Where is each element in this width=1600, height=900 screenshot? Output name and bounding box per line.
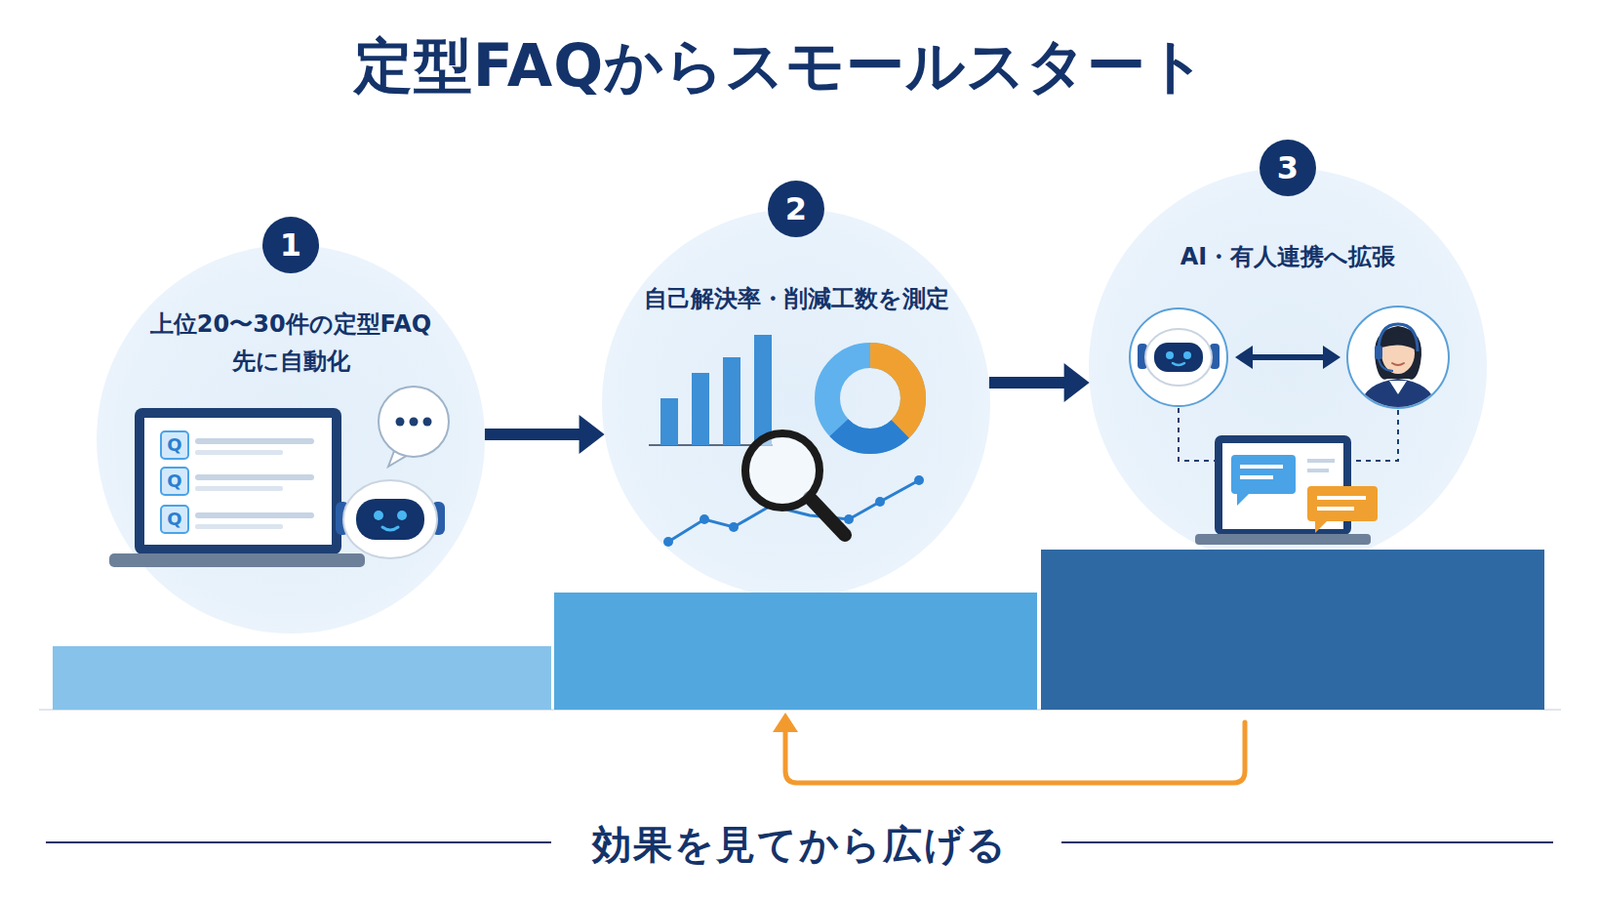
feedback-arrow [772, 712, 1245, 783]
faq-question-mark: Q [160, 504, 190, 534]
flow-arrow [989, 362, 1090, 402]
arrow-shaft [484, 428, 582, 440]
step-number-badge: 1 [262, 216, 320, 274]
step-label: AI・有人連携へ拡張 [1117, 238, 1459, 276]
arrow-head [579, 414, 605, 454]
faq-question-mark: Q [160, 430, 190, 460]
step-circle: AI・有人連携へ拡張3 [1088, 167, 1487, 566]
step-number-badge: 3 [1259, 139, 1317, 197]
step-bars-part [554, 592, 1038, 710]
caption-rule [45, 840, 552, 843]
faq-question-mark: Q [160, 466, 190, 496]
step-circle: 自己解決率・削減工数を測定2 [601, 208, 991, 598]
step-label: 上位20〜30件の定型FAQ 先に自動化 [120, 305, 462, 380]
feedback-arrow-part [772, 712, 799, 732]
step-number: 2 [767, 180, 825, 238]
step-number: 1 [262, 216, 320, 274]
diagram-title: 定型FAQからスモールスタート [0, 27, 1561, 107]
caption-rule [1061, 840, 1554, 843]
flow-arrow [484, 414, 605, 454]
diagram-caption: 効果を見てから広げる [0, 817, 1600, 872]
arrow-head [1064, 362, 1090, 402]
step-circle: 上位20〜30件の定型FAQ 先に自動化1 [96, 244, 485, 634]
arrow-shaft [989, 376, 1067, 389]
baseline [39, 708, 1561, 711]
feedback-arrow-part [785, 721, 1245, 783]
step-bars-part [1040, 549, 1545, 710]
step-number-badge: 2 [767, 180, 825, 238]
step-bars-part [52, 645, 552, 710]
step-label: 自己解決率・削減工数を測定 [625, 280, 967, 318]
step-number: 3 [1259, 139, 1317, 197]
